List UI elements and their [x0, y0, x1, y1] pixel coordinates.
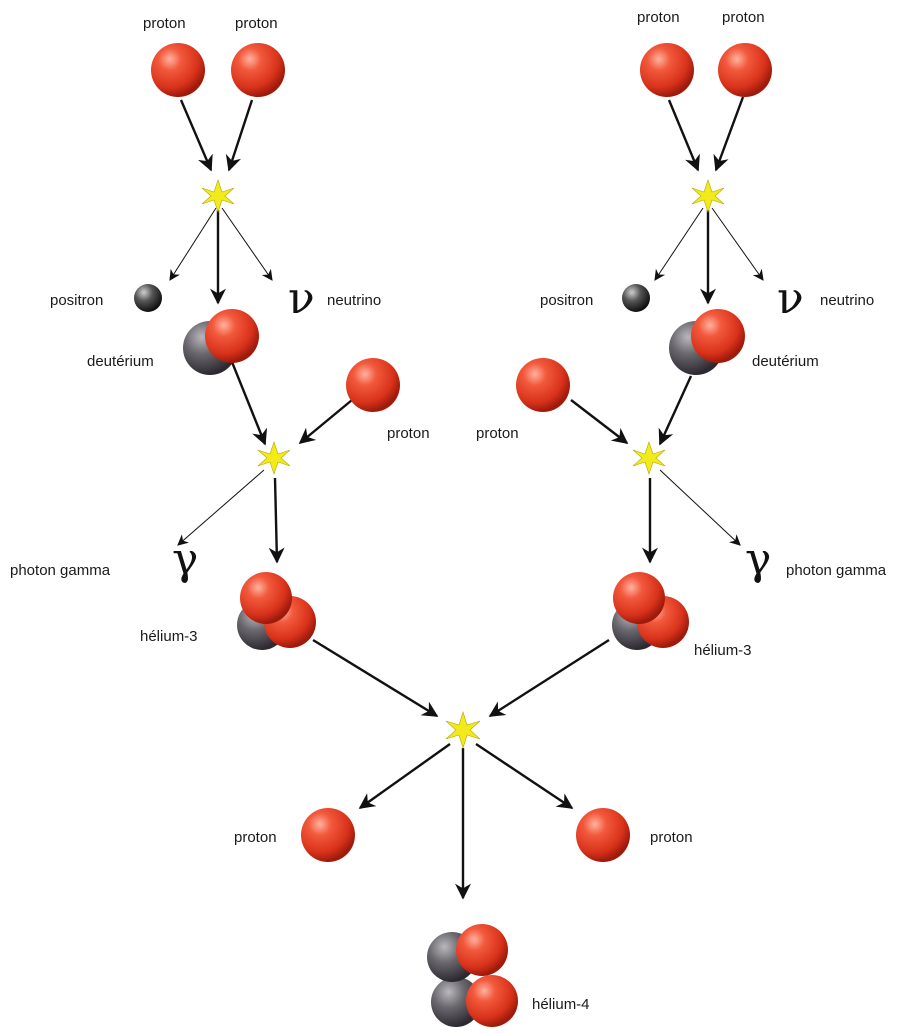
proton-particle — [576, 808, 630, 862]
proton-particle — [640, 43, 694, 97]
deuterium-label: deutérium — [87, 353, 154, 370]
arrow — [312, 638, 439, 718]
arrow — [488, 638, 610, 718]
arrow — [659, 469, 741, 546]
fusion-flash-icon — [691, 179, 725, 213]
arrow — [298, 399, 353, 445]
neutrino-symbol: ν — [288, 273, 315, 324]
proton-label: proton — [476, 425, 519, 442]
deuterium-nucleus — [183, 309, 259, 375]
photon-gamma-label: photon gamma — [10, 562, 111, 579]
fusion-flashes — [201, 179, 725, 750]
proton-particle — [718, 43, 772, 97]
proton-particle — [466, 975, 518, 1027]
proton-label: proton — [637, 9, 680, 26]
neutrino-label: neutrino — [327, 292, 381, 309]
arrow — [713, 96, 745, 172]
proton-particle — [240, 572, 292, 624]
arrow — [711, 207, 764, 281]
proton-particle — [205, 309, 259, 363]
arrow — [169, 207, 217, 281]
proton-label: proton — [650, 829, 693, 846]
helium3-nucleus — [612, 572, 689, 650]
arrow — [570, 399, 629, 444]
proton-particle — [301, 808, 355, 862]
proton-label: proton — [387, 425, 430, 442]
arrow — [268, 477, 285, 564]
arrow — [358, 743, 451, 809]
arrow — [225, 99, 254, 172]
proton-particle — [456, 924, 508, 976]
neutrino-symbol: ν — [777, 273, 804, 324]
arrow — [475, 743, 574, 809]
gamma-symbol: γ — [745, 534, 771, 585]
helium3-nucleus — [237, 572, 316, 650]
deuterium-nucleus — [669, 309, 745, 375]
positron-particle — [622, 284, 650, 312]
deuterium-label: deutérium — [752, 353, 819, 370]
arrow — [654, 207, 704, 281]
labels: proton proton proton proton positron neu… — [10, 9, 887, 1013]
helium4-nucleus — [427, 924, 518, 1027]
photon-gamma-label: photon gamma — [786, 562, 887, 579]
proton-label: proton — [235, 15, 278, 32]
helium3-label: hélium-3 — [694, 642, 752, 659]
arrow — [667, 99, 700, 172]
arrow — [658, 375, 693, 446]
positron-label: positron — [540, 292, 593, 309]
arrow — [230, 361, 268, 446]
proton-particle — [516, 358, 570, 412]
fusion-flash-icon — [445, 710, 481, 750]
proton-particle — [231, 43, 285, 97]
proton-label: proton — [722, 9, 765, 26]
helium3-label: hélium-3 — [140, 628, 198, 645]
particles — [134, 43, 772, 1027]
positron-label: positron — [50, 292, 103, 309]
arrow — [221, 207, 273, 281]
proton-particle — [691, 309, 745, 363]
fusion-flash-icon — [632, 441, 666, 475]
fusion-flash-icon — [257, 441, 291, 475]
arrows — [169, 96, 764, 900]
proton-particle — [613, 572, 665, 624]
proton-label: proton — [143, 15, 186, 32]
symbols: ν ν γ γ — [172, 273, 804, 585]
arrow — [179, 99, 213, 172]
gamma-symbol: γ — [172, 534, 198, 585]
arrow — [177, 469, 265, 546]
proton-particle — [151, 43, 205, 97]
proton-particle — [346, 358, 400, 412]
neutrino-label: neutrino — [820, 292, 874, 309]
positron-particle — [134, 284, 162, 312]
helium4-label: hélium-4 — [532, 996, 590, 1013]
proton-label: proton — [234, 829, 277, 846]
fusion-flash-icon — [201, 179, 235, 213]
neutron-particle — [431, 977, 481, 1027]
